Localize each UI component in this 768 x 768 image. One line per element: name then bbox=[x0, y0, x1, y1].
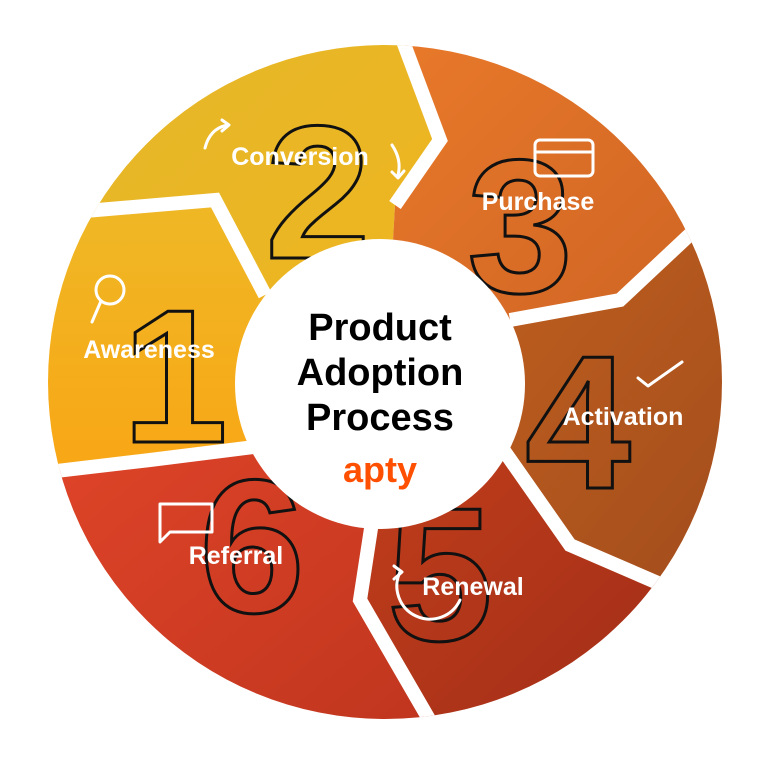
speech-bubble-icon bbox=[158, 502, 214, 544]
refresh-icon bbox=[392, 564, 462, 621]
center-circle bbox=[235, 239, 525, 529]
credit-card-icon bbox=[533, 138, 595, 178]
stage-label-referral: Referral bbox=[189, 542, 284, 570]
divider bbox=[373, 45, 448, 209]
segment-activation bbox=[385, 150, 722, 640]
stage-label-awareness: Awareness bbox=[83, 336, 215, 364]
checkmark-icon bbox=[636, 360, 684, 388]
stage-label-purchase: Purchase bbox=[482, 188, 595, 216]
stage-label-conversion: Conversion bbox=[231, 143, 369, 171]
divider bbox=[508, 144, 722, 327]
title-line-1: Product bbox=[308, 307, 452, 349]
rotate-arrows-icon bbox=[203, 118, 406, 180]
divider bbox=[48, 438, 271, 487]
magnifier-icon bbox=[90, 274, 126, 324]
brand-logo: apty bbox=[343, 449, 417, 490]
stage-label-activation: Activation bbox=[563, 403, 684, 431]
stage-label-renewal: Renewal bbox=[422, 573, 523, 601]
title-line-3: Process bbox=[306, 397, 454, 439]
title-line-2: Adoption bbox=[297, 352, 464, 394]
